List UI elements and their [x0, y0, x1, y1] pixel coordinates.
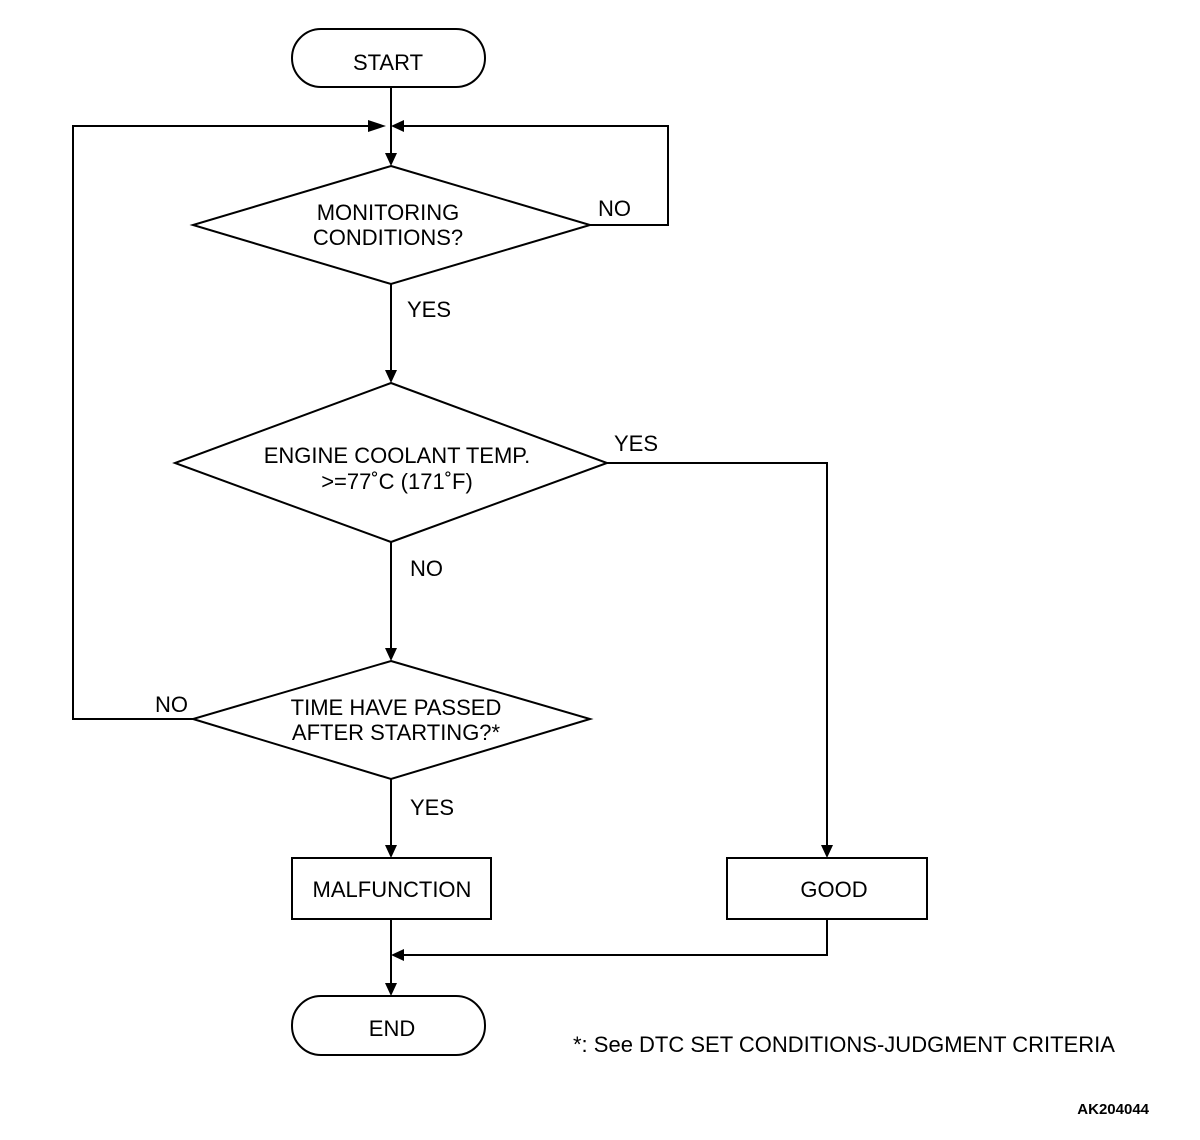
arrow-left-into-merge	[391, 120, 404, 132]
process-malfunction: MALFUNCTION	[291, 857, 492, 920]
arrow-right-into-merge	[368, 120, 386, 132]
time-no-label: NO	[155, 692, 188, 717]
figure-id: AK204044	[1077, 1101, 1149, 1118]
decision-time-line-1: TIME HAVE PASSED	[291, 695, 502, 720]
monitoring-no-label: NO	[598, 196, 631, 221]
footnote: *: See DTC SET CONDITIONS-JUDGMENT CRITE…	[573, 1032, 1115, 1057]
arrow-down-to-end	[385, 983, 397, 996]
time-yes-label: YES	[410, 795, 454, 820]
malfunction-label: MALFUNCTION	[313, 877, 472, 902]
end-terminal: END	[291, 995, 486, 1056]
arrow-down-to-monitoring	[385, 153, 397, 166]
start-label: START	[353, 50, 423, 75]
decision-monitoring-line-2: CONDITIONS?	[313, 225, 463, 250]
connectors	[72, 87, 828, 983]
decision-time-passed: TIME HAVE PASSED AFTER STARTING?*	[189, 659, 594, 781]
start-terminal: START	[291, 28, 486, 88]
arrow-down-to-time	[385, 648, 397, 661]
arrow-down-to-temp	[385, 370, 397, 383]
process-good: GOOD	[726, 857, 928, 920]
decision-time-line-2: AFTER STARTING?*	[292, 720, 501, 745]
arrow-down-to-good	[821, 845, 833, 858]
decision-monitoring-line-1: MONITORING	[317, 200, 460, 225]
branch-labels: NO YES YES NO NO YES	[155, 196, 658, 820]
temp-yes-label: YES	[614, 431, 658, 456]
end-label: END	[369, 1016, 415, 1041]
temp-no-label: NO	[410, 556, 443, 581]
decision-monitoring-conditions: MONITORING CONDITIONS?	[189, 164, 594, 286]
good-label: GOOD	[800, 877, 867, 902]
decision-engine-coolant-temp: ENGINE COOLANT TEMP. >=77˚C (171˚F)	[172, 381, 610, 544]
decision-temp-line-2: >=77˚C (171˚F)	[321, 469, 473, 494]
monitoring-yes-label: YES	[407, 297, 451, 322]
arrow-left-good-return	[391, 949, 404, 961]
decision-temp-line-1: ENGINE COOLANT TEMP.	[264, 443, 531, 468]
arrowheads	[368, 120, 833, 996]
arrow-down-to-malfunction	[385, 845, 397, 858]
